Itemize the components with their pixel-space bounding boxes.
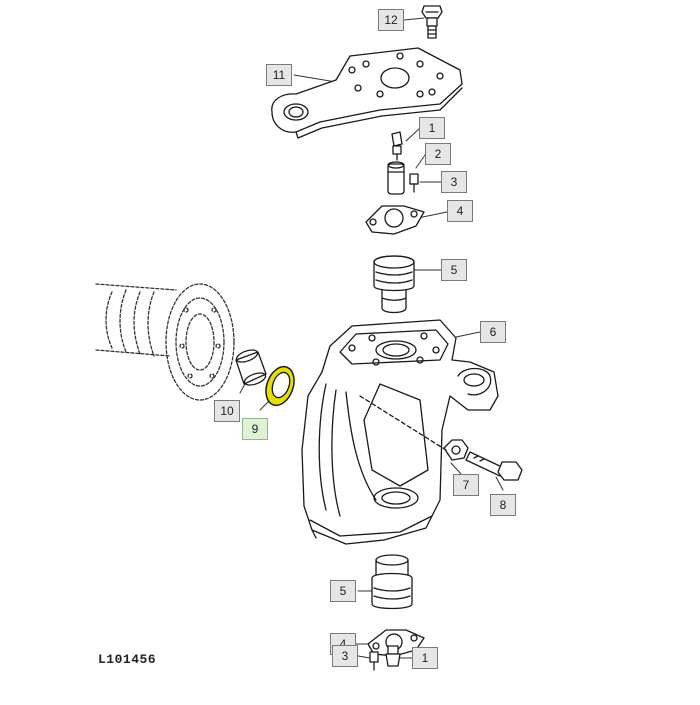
pin-2-icon: [387, 161, 405, 195]
callout-12[interactable]: 12: [378, 9, 404, 31]
bushing-10-icon: [235, 349, 267, 386]
bolt-12-icon: [421, 5, 443, 39]
seal-ring-9-icon: [265, 365, 295, 407]
grease-fitting-1-icon: [391, 131, 403, 161]
lock-plate-4-icon: [365, 205, 425, 235]
bushing-5-upper-icon: [373, 255, 415, 314]
callout-1-lower[interactable]: 1: [412, 647, 438, 669]
pin-path-line: [359, 395, 447, 451]
bushing-5-lower-icon: [371, 554, 413, 610]
axle-housing-icon: [95, 283, 235, 401]
callout-7[interactable]: 7: [453, 474, 479, 496]
callout-4-upper[interactable]: 4: [447, 200, 473, 222]
bolt-8-icon: [465, 451, 523, 481]
callout-3-lower[interactable]: 3: [332, 645, 358, 667]
callout-10[interactable]: 10: [214, 400, 240, 422]
callout-8[interactable]: 8: [490, 494, 516, 516]
grease-fitting-1-lower-icon: [385, 645, 401, 667]
steering-knuckle-6-icon: [301, 319, 499, 545]
callout-5-upper[interactable]: 5: [441, 259, 467, 281]
callout-6[interactable]: 6: [480, 321, 506, 343]
callout-1-upper[interactable]: 1: [419, 117, 445, 139]
nut-7-icon: [443, 439, 469, 461]
callout-5-lower[interactable]: 5: [330, 580, 356, 602]
callout-2[interactable]: 2: [425, 143, 451, 165]
callout-11[interactable]: 11: [266, 64, 292, 86]
steering-arm-11-icon: [271, 47, 463, 139]
screw-3-icon: [409, 173, 419, 193]
figure-id-label: L101456: [98, 652, 157, 667]
callout-9[interactable]: 9: [242, 418, 268, 440]
screw-3-lower-icon: [369, 651, 379, 671]
callout-3-upper[interactable]: 3: [441, 171, 467, 193]
